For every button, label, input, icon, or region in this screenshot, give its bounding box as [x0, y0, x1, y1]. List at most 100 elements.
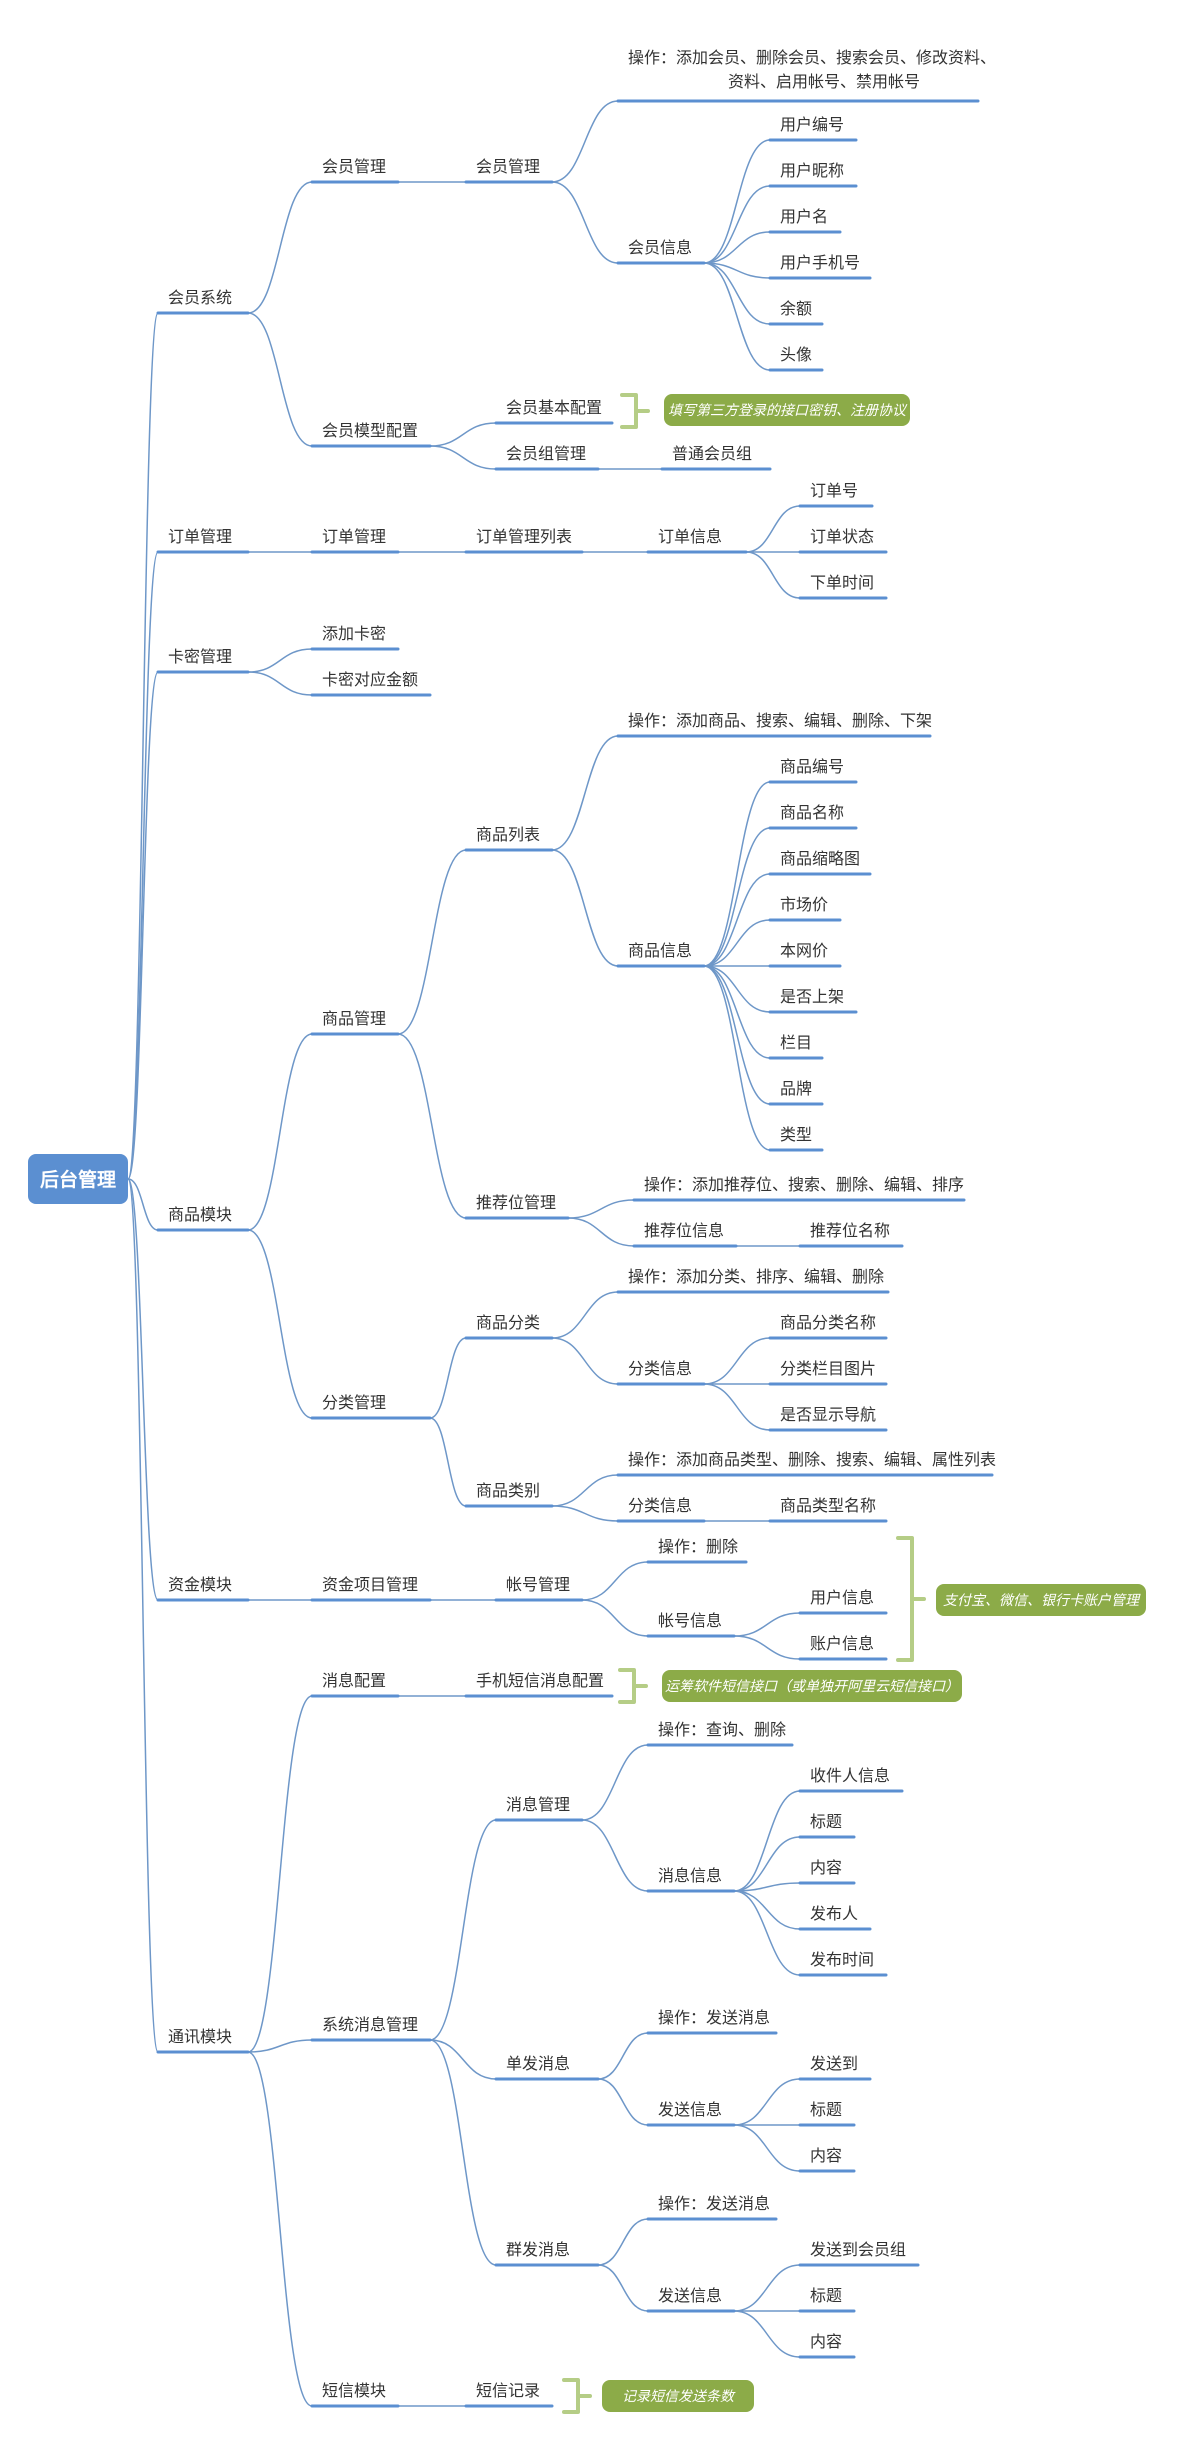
connector-zj: [127, 1178, 159, 1601]
node-label-sp_i5: 本网价: [780, 941, 828, 960]
node-label-tx_df_i3: 内容: [810, 2146, 842, 2165]
connector-hy: [127, 312, 159, 1180]
connector-sp_i4: [703, 919, 771, 967]
node-label-hy_pt: 普通会员组: [672, 444, 752, 463]
connector-dd_i1: [745, 505, 801, 553]
connector-hy_jb: [429, 422, 497, 447]
connector-sp_op: [551, 735, 619, 851]
node-label-hy_i4: 用户手机号: [780, 253, 860, 272]
connector-fl: [247, 1229, 313, 1419]
connector-fl_op: [551, 1291, 619, 1339]
node-label-sp_lb: 商品列表: [476, 825, 540, 844]
node-label-sp_i6: 是否上架: [780, 987, 844, 1006]
node-label-fl_op2: 操作：添加商品类型、删除、搜索、编辑、属性列表: [628, 1450, 996, 1469]
connector-fl_splb: [429, 1417, 467, 1507]
note-label-n2: 支付宝、微信、银行卡账户管理: [943, 1593, 1141, 1609]
connector-km: [127, 671, 159, 1180]
connector-hy_op: [551, 100, 619, 183]
node-label-km_2: 卡密对应金额: [322, 670, 418, 689]
connector-tx_df: [429, 2039, 497, 2080]
connector-tx_xg_i1: [733, 1790, 801, 1892]
connector-fl_info2: [551, 1505, 619, 1522]
node-label-fl_info: 分类信息: [628, 1359, 692, 1378]
bracket-n3: [618, 1668, 648, 1704]
node-label-tx_xg_i2: 标题: [810, 1812, 842, 1831]
node-label-zj_i1: 用户信息: [810, 1588, 874, 1607]
node-label-fl_info2: 分类信息: [628, 1496, 692, 1515]
node-label-tx_xg: 消息管理: [506, 1795, 570, 1814]
connector-zj_op: [581, 1561, 649, 1601]
node-label-fl_spfl: 商品分类: [476, 1313, 540, 1332]
connector-tx_qf_op: [597, 2218, 649, 2266]
node-label-sp_op: 操作：添加商品、搜索、编辑、删除、下架: [628, 711, 932, 730]
node-label-km_1: 添加卡密: [322, 624, 386, 643]
note-box-n1: [664, 394, 910, 426]
node-label-tx_xg_op: 操作：查询、删除: [658, 1720, 786, 1739]
node-label-tx: 通讯模块: [168, 2027, 232, 2046]
connector-hy_i4: [703, 262, 771, 279]
node-label-hy_jb: 会员基本配置: [506, 398, 602, 417]
node-label-tx_sj: 手机短信消息配置: [476, 1671, 604, 1690]
connector-sp_lb: [397, 849, 467, 1035]
connector-hy_zu: [429, 445, 497, 470]
connector-sp_i8: [703, 965, 771, 1105]
connector-sp_i2: [703, 827, 771, 967]
labels: 会员系统会员管理会员管理操作：添加会员、删除会员、搜索会员、修改资料、资料、启用…: [40, 48, 1141, 2405]
node-label-zj_op: 操作：删除: [658, 1537, 738, 1556]
node-label-tj: 推荐位管理: [476, 1193, 556, 1212]
connector-tx_xg_i5: [733, 1890, 801, 1976]
node-label-tx_qf: 群发消息: [506, 2240, 570, 2259]
connector-zj_i2: [733, 1635, 801, 1660]
connector-tx_df_i1: [733, 2078, 801, 2126]
node-label-hy_i1: 用户编号: [780, 115, 844, 134]
connector-sp: [127, 1178, 159, 1231]
node-label-tx_df_i2: 标题: [810, 2100, 842, 2119]
node-label-hy_info: 会员信息: [628, 238, 692, 257]
node-label-hy_i2: 用户昵称: [780, 161, 844, 180]
connector-tx_xg: [429, 1819, 497, 2041]
node-label-dd_gl: 订单管理: [322, 527, 386, 546]
node-label-tj_op: 操作：添加推荐位、搜索、删除、编辑、排序: [644, 1175, 964, 1194]
node-label-tj_name: 推荐位名称: [810, 1221, 890, 1240]
node-label-tx_xg_i5: 发布时间: [810, 1950, 874, 1969]
node-label-dd_i2: 订单状态: [810, 527, 874, 546]
connector-tx_qf_info: [597, 2264, 649, 2312]
connector-sp_i9: [703, 965, 771, 1151]
connector-tx_qf_i1: [733, 2264, 801, 2312]
connector-tx_dx: [247, 2051, 313, 2407]
root-box: [28, 1154, 128, 1204]
node-label-fl_i1: 商品分类名称: [780, 1313, 876, 1332]
connector-tx_df_op: [597, 2032, 649, 2080]
node-label-sp_i3: 商品缩略图: [780, 849, 860, 868]
connector-hy_i5: [703, 262, 771, 325]
connector-tj_op: [567, 1199, 635, 1219]
connector-fl_i3: [703, 1383, 771, 1431]
node-label-tx_qf_info: 发送信息: [658, 2286, 722, 2305]
connector-tx_xg_i2: [733, 1836, 801, 1892]
node-label-tx_xx: 消息配置: [322, 1671, 386, 1690]
note-label-n4: 记录短信发送条数: [622, 2389, 736, 2405]
node-label-zj_xm: 资金项目管理: [322, 1575, 418, 1594]
node-label-tx_qf_i1: 发送到会员组: [810, 2240, 906, 2259]
node-label-hy_op_l2: 资料、启用帐号、禁用帐号: [728, 72, 920, 91]
node-label-sp_i7: 栏目: [780, 1033, 812, 1052]
node-label-tx_xg_info: 消息信息: [658, 1866, 722, 1885]
node-label-sp_gl: 商品管理: [322, 1009, 386, 1028]
node-label-fl_splb: 商品类别: [476, 1481, 540, 1500]
node-label-hy_op_l1: 操作：添加会员、删除会员、搜索会员、修改资料、: [628, 48, 996, 67]
node-label-hy_i5: 余额: [780, 299, 812, 318]
note-box-n3: [662, 1670, 962, 1702]
node-label-dd_i1: 订单号: [810, 481, 858, 500]
connector-km_2: [247, 671, 313, 696]
node-label-zj: 资金模块: [168, 1575, 232, 1594]
connector-hy_i2: [703, 185, 771, 264]
boxes: [28, 394, 1146, 2412]
connector-hy_mx: [247, 312, 313, 447]
connector-fl_info: [551, 1337, 619, 1385]
node-label-sp_i1: 商品编号: [780, 757, 844, 776]
node-label-tx_qf_op: 操作：发送消息: [658, 2194, 770, 2213]
node-label-tj_info: 推荐位信息: [644, 1221, 724, 1240]
connector-tj: [397, 1033, 467, 1219]
node-label-fl: 分类管理: [322, 1393, 386, 1412]
